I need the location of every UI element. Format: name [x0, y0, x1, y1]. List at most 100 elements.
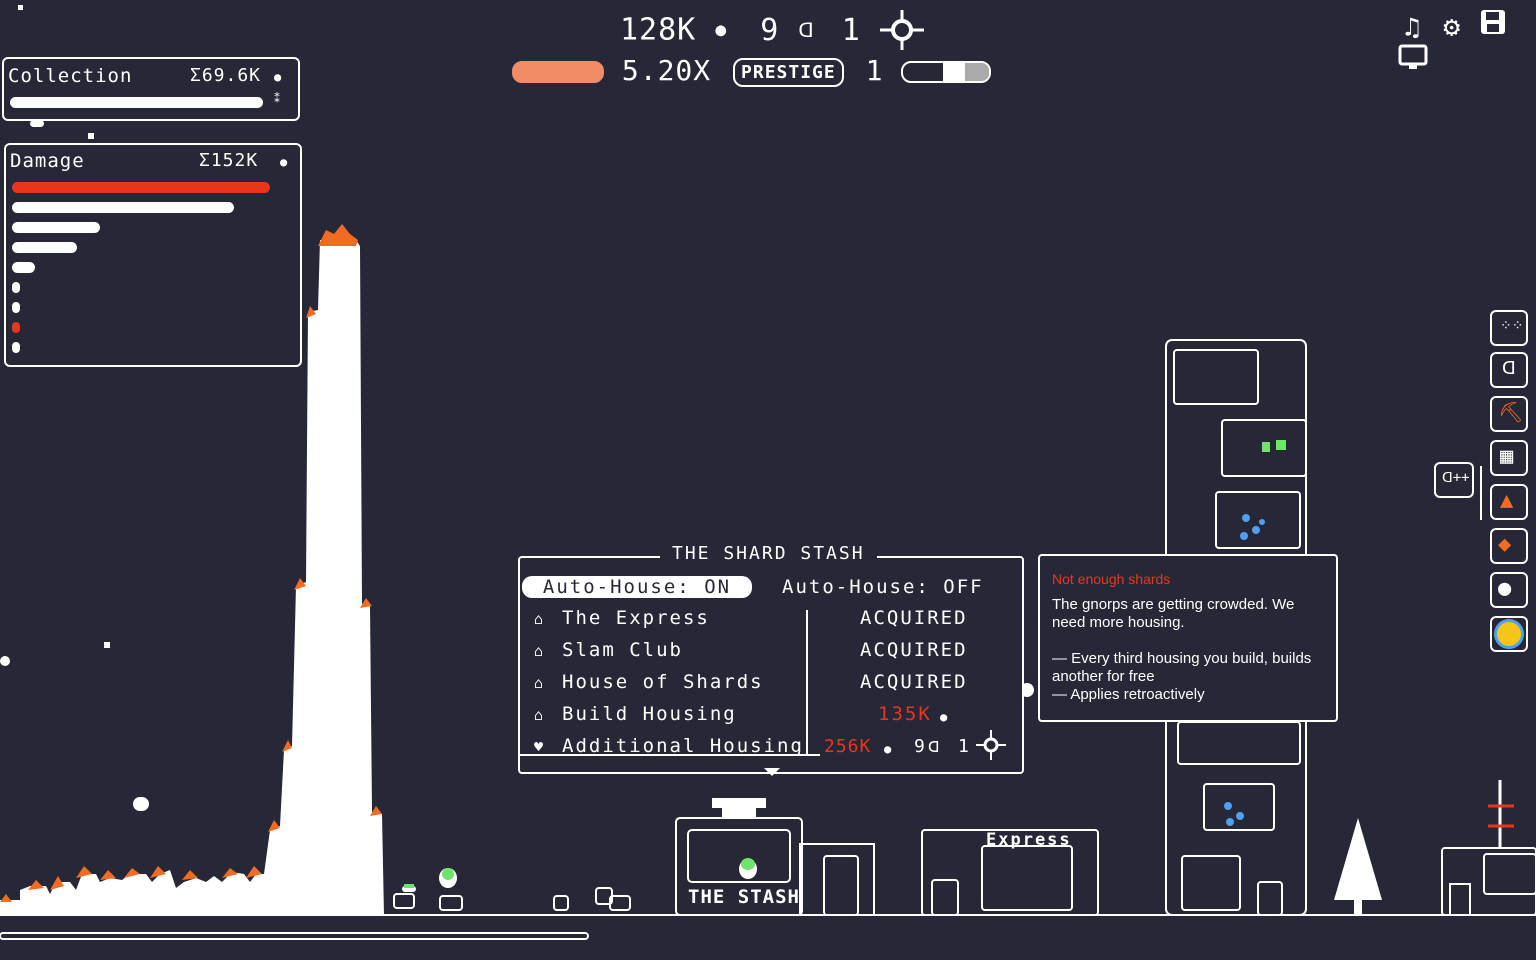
shard-icon: ● [274, 70, 282, 84]
crosshair-icon [879, 10, 924, 50]
prestige-hud: 5.20X PRESTIGE 1 [512, 54, 992, 87]
shard-particle [104, 642, 110, 648]
shard-count: 128K [620, 12, 697, 48]
upgrade-status: ACQUIRED [860, 607, 968, 629]
tool-slot-house[interactable]: ▦ [1490, 440, 1528, 476]
additional-cost-gnorps: 9 [914, 736, 926, 757]
shard-particle [30, 120, 44, 127]
prestige-level: 1 [841, 12, 861, 48]
damage-total: Σ152K [199, 150, 259, 171]
flame-icon: ▲ [1500, 488, 1514, 513]
stat-bar [12, 262, 35, 273]
stash-sign: THE STASH [688, 886, 800, 908]
town-scene [0, 339, 1536, 940]
collection-total: Σ69.6K [190, 65, 262, 86]
shard-grid-icon: ⁘⁘ [1500, 318, 1524, 334]
house-bullet-icon: ⌂ [534, 610, 544, 628]
tool-slot-gnorp[interactable]: ᗡ [1490, 352, 1528, 388]
tooltip-warning: Not enough shards [1052, 571, 1171, 587]
collection-panel: Collection Σ69.6K ● ⁑ [2, 57, 300, 121]
shard-icon: ● [280, 155, 288, 169]
collection-label: Collection [8, 65, 133, 87]
shard-stash-dialog: Auto-House: ON Auto-House: OFF ⌂ The Exp… [518, 556, 1024, 774]
music-icon[interactable]: ♫ [1404, 13, 1420, 43]
shard-particle [0, 656, 10, 666]
tool-slot-sun[interactable] [1490, 616, 1528, 652]
crosshair-icon [976, 730, 1006, 760]
tooltip-description: The gnorps are getting crowded. We need … [1052, 596, 1295, 631]
upgrade-name[interactable]: House of Shards [562, 671, 764, 693]
rocket-icon: ◆ [1498, 532, 1512, 557]
settings-gear-icon[interactable]: ⚙ [1443, 10, 1461, 43]
tooltip-note: — Applies retroactively [1052, 686, 1205, 703]
stat-bar [12, 222, 100, 233]
gnorp-group [393, 868, 631, 911]
gnorp-collector-icon: ⁑ [274, 92, 280, 106]
additional-housing-name[interactable]: Additional Housing [562, 735, 804, 757]
gnorp-icon: ᗡ [928, 738, 940, 756]
dialog-pointer [764, 768, 780, 776]
damage-label: Damage [10, 150, 85, 172]
upgrade-status: ACQUIRED [860, 639, 968, 661]
multiplier-progress-bar [512, 61, 604, 83]
upgrade-status: ACQUIRED [860, 671, 968, 693]
additional-cost-level: 1 [958, 736, 970, 757]
tool-slot-gnorp-plus[interactable]: ᗡ++ [1434, 462, 1474, 498]
shard-particle [88, 133, 94, 139]
tool-slot-shard-grid[interactable]: ⁘⁘ [1490, 310, 1528, 346]
stat-bar [12, 322, 20, 333]
resource-hud: 128K ● 9 ᗡ 1 [620, 10, 924, 50]
prestige-progress-bar [901, 61, 992, 83]
gnorp-count: 9 [760, 12, 780, 48]
upgrade-cost: 135K [878, 703, 932, 725]
shard-rock-pile [0, 224, 384, 916]
tool-slot-flame[interactable]: ▲ [1490, 484, 1528, 520]
upgrade-name[interactable]: Slam Club [562, 639, 683, 661]
tool-slot-rocket[interactable]: ◆ [1490, 528, 1528, 564]
house-bullet-icon: ⌂ [534, 642, 544, 660]
stat-bar [10, 97, 263, 108]
bomb-icon: ● [1498, 576, 1512, 601]
prestige-count: 1 [865, 54, 884, 87]
damage-panel: Damage Σ152K ● [4, 143, 302, 367]
house-bullet-icon: ⌂ [534, 674, 544, 692]
stat-bar [12, 182, 270, 193]
upgrade-name[interactable]: The Express [562, 607, 710, 629]
row-underline [520, 754, 820, 756]
column-divider [806, 610, 808, 756]
stat-bar [12, 202, 234, 213]
house-bullet-icon: ⌂ [534, 706, 544, 724]
express-sign: Express [986, 830, 1072, 850]
toolbar-divider [1480, 466, 1482, 520]
shard-icon: ● [940, 710, 948, 724]
gnorp-icon: ᗡ [798, 18, 815, 42]
multiplier-value: 5.20X [621, 54, 712, 87]
prestige-button[interactable]: PRESTIGE [733, 57, 844, 87]
sun-icon [1497, 622, 1521, 646]
housing-tooltip: Not enough shards The gnorps are getting… [1038, 554, 1338, 722]
tooltip-bonus: — Every third housing you build, builds … [1052, 650, 1312, 685]
upgrade-name[interactable]: Build Housing [562, 703, 737, 725]
stat-bar [12, 302, 20, 313]
pickaxe-icon: ⛏ [1498, 400, 1524, 424]
shard-particle [133, 797, 149, 811]
stat-bar [12, 282, 20, 293]
shard-icon: ● [715, 19, 728, 41]
gnorp-plus-icon: ᗡ++ [1442, 470, 1470, 486]
auto-house-on-button[interactable]: Auto-House: ON [522, 576, 752, 598]
shard-particle [18, 5, 23, 10]
shard-icon: ● [884, 742, 892, 756]
stat-bar [12, 342, 20, 353]
display-icon[interactable] [1398, 43, 1428, 71]
tool-slot-pickaxe[interactable]: ⛏ [1490, 396, 1528, 432]
stat-bar [12, 242, 77, 253]
top-right-toolbar: ♫ ⚙ [1398, 8, 1536, 75]
shard-stash-title: THE SHARD STASH [660, 543, 877, 564]
house-icon: ▦ [1500, 444, 1514, 469]
heart-bullet-icon: ♥ [534, 738, 544, 756]
auto-house-off-button[interactable]: Auto-House: OFF [782, 576, 984, 598]
gnorp-icon: ᗡ [1502, 358, 1516, 379]
tool-slot-bomb[interactable]: ● [1490, 572, 1528, 608]
additional-cost-shards: 256K [824, 736, 872, 757]
save-icon[interactable] [1479, 8, 1507, 36]
